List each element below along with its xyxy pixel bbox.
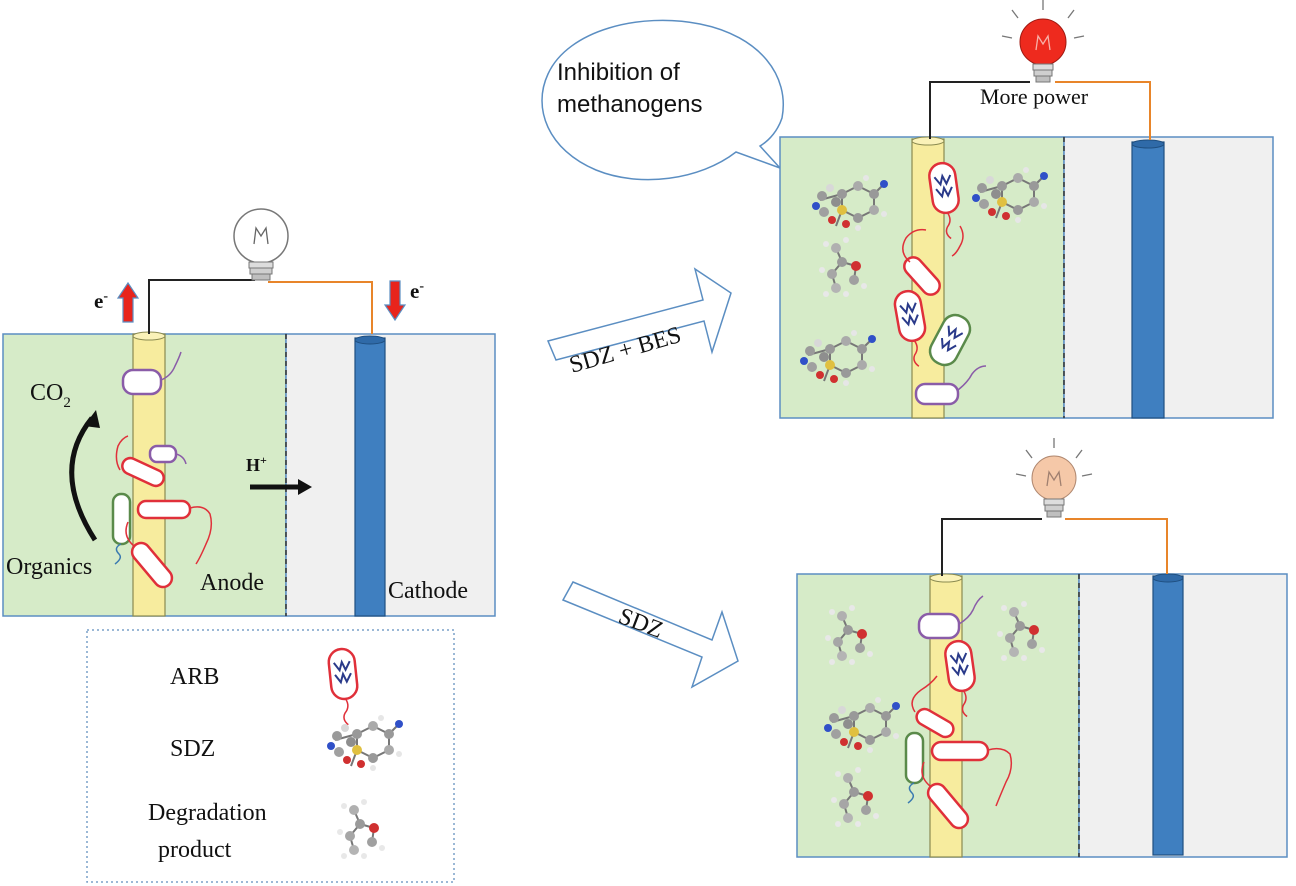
electron-down-arrow-icon [383, 280, 407, 322]
more-power-label: More power [980, 84, 1089, 109]
electron-left-label: e- [94, 289, 108, 313]
arrow-sdz: SDZ [561, 581, 739, 689]
legend-box [86, 629, 455, 883]
arrow-sdz-bes: SDZ + BES [546, 267, 732, 379]
top-light-bulb-bright-icon [1001, 0, 1085, 83]
main-wire-cathode [268, 281, 373, 334]
top-cell: Inhibition of methanogens More power [541, 0, 1274, 419]
cathode-label: Cathode [388, 578, 468, 604]
legend: ARB SDZ Degradation product [86, 629, 455, 883]
callout-line-2: methanogens [557, 91, 702, 118]
legend-sdz-label: SDZ [170, 736, 215, 762]
organics-to-co2-arrow [69, 416, 98, 542]
organics-label: Organics [6, 554, 92, 580]
main-cathode-chamber [285, 333, 496, 617]
legend-degradation-label-2: product [158, 837, 232, 863]
callout-bubble [541, 19, 784, 181]
proton-label: H+ [246, 453, 267, 475]
legend-arb-label: ARB [170, 664, 219, 690]
main-wire-anode [148, 279, 255, 334]
bottom-cathode-electrode [1152, 575, 1184, 856]
main-cathode-electrode [354, 337, 386, 617]
legend-degradation-label-1: Degradation [148, 800, 267, 826]
electron-right-label: e- [410, 279, 424, 303]
co2-label: CO2 [30, 380, 71, 411]
anode-label: Anode [200, 570, 264, 596]
main-bacteria [111, 351, 213, 589]
callout-line-1: Inhibition of [557, 59, 680, 86]
main-light-bulb-icon [233, 208, 289, 281]
arrow-bottom-label: SDZ [615, 603, 667, 644]
bottom-cell [796, 438, 1288, 858]
bottom-light-bulb-dim-icon [1015, 438, 1093, 518]
electron-up-arrow-icon [116, 281, 140, 323]
top-cathode-electrode [1131, 141, 1165, 419]
top-cathode-chamber [1063, 136, 1274, 419]
main-cell: e- e- CO2 Organics Anode Cathode H+ [2, 208, 496, 617]
